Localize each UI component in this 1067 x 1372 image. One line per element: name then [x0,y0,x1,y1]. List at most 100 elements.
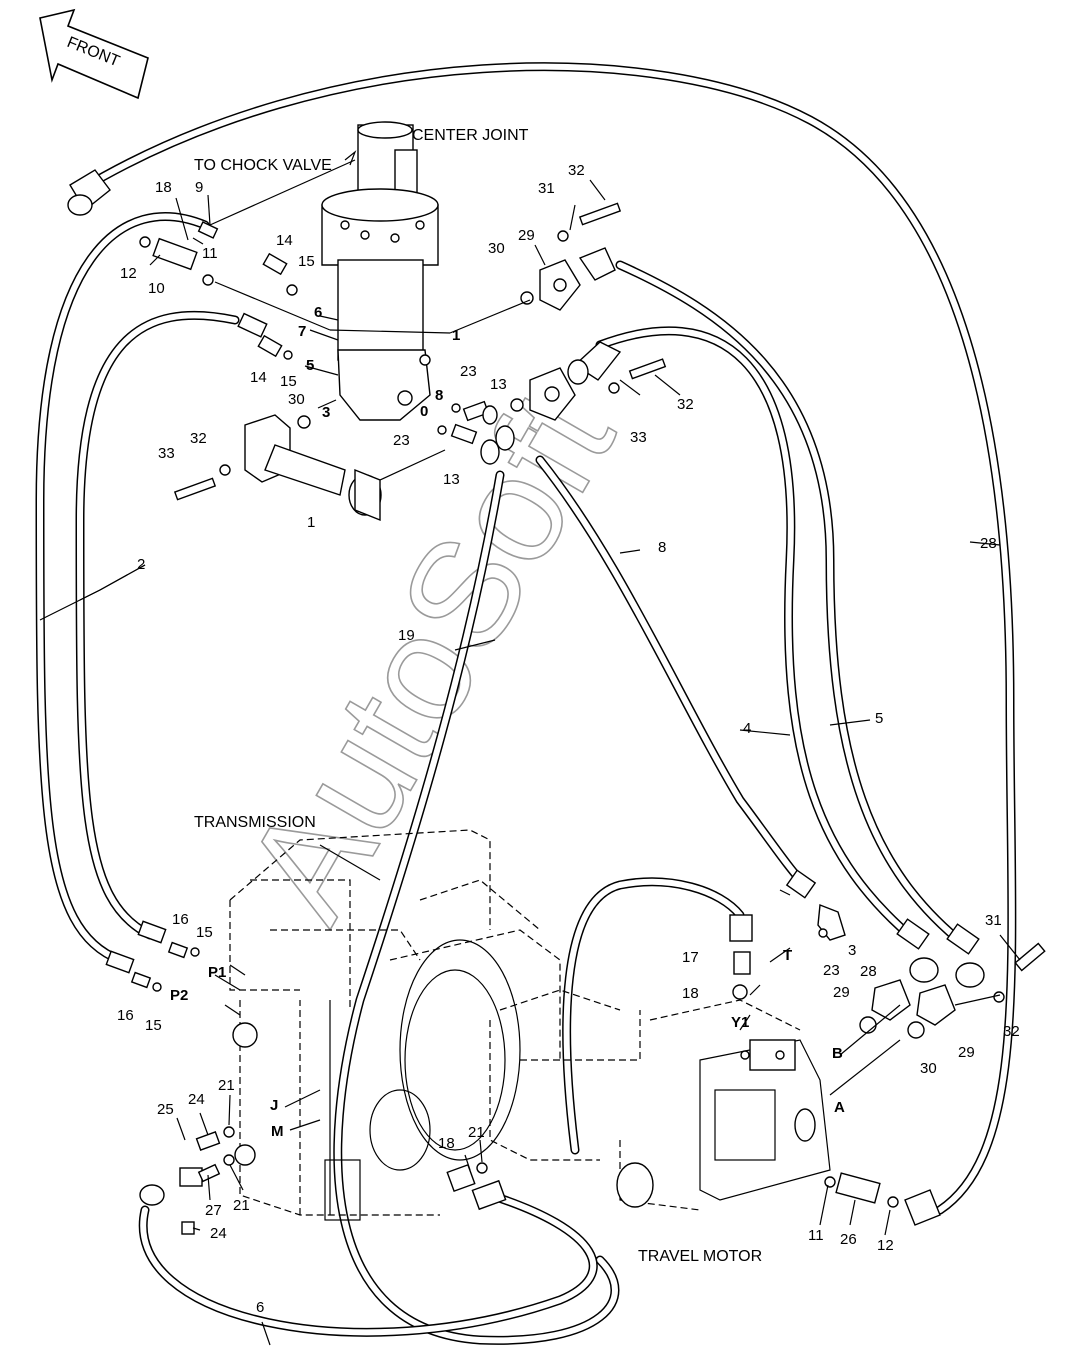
part-label: 16 [117,1007,134,1024]
hose-2-inner [75,310,240,940]
part-label: 6 [314,304,322,321]
hose-6 [138,1190,598,1337]
part-label: 11 [808,1227,824,1244]
part-label: 28 [860,963,877,980]
port-label: B [832,1045,843,1062]
part-label: 18 [682,985,699,1002]
part-label: 27 [205,1202,222,1219]
part-label: 5 [875,710,883,727]
part-label: 23 [393,432,410,449]
part-label: 10 [148,280,165,297]
part-label: 25 [157,1101,174,1118]
part-label: 21 [218,1077,235,1094]
part-label: 32 [190,430,207,447]
part-label: 26 [840,1231,857,1248]
part-label: 19 [398,627,415,644]
part-label: 16 [172,911,189,928]
hose-yl [562,877,745,1155]
part-label: 23 [460,363,477,380]
part-label: 4 [743,720,751,737]
part-label: 3 [848,942,856,959]
elbow-27-end [67,169,111,216]
caption-transmission: TRANSMISSION [194,814,316,831]
center-joint [321,121,439,421]
travel-motor [489,989,831,1211]
part-label: 28 [980,535,997,552]
part-label: 1 [452,327,460,344]
fittings-left [152,221,288,358]
part-label: 32 [568,162,585,179]
block-1 [244,414,382,522]
hose-2-outer [35,212,210,965]
caption-travel-motor: TRAVEL MOTOR [638,1248,762,1265]
part-label: 29 [958,1044,975,1061]
fittings-13 [450,400,515,465]
port-label: P1 [208,964,226,981]
hose-19 [333,470,620,1345]
part-label: 14 [276,232,293,249]
part-label: 32 [1003,1023,1020,1040]
part-label: 18 [155,179,172,196]
port-label: M [271,1123,284,1140]
transmission [229,829,561,1221]
front-arrow-icon: FRONT [39,8,149,100]
part-label: 6 [256,1299,264,1316]
part-label: 29 [518,227,535,244]
part-label: 7 [298,323,306,340]
port-label: P2 [170,987,188,1004]
part-label: 12 [877,1237,894,1254]
port-label: A [834,1099,845,1116]
part-labels: 32 31 29 30 18 9 11 12 10 14 15 6 7 1 5 … [117,162,1020,1316]
part-label: 21 [468,1124,485,1141]
part-label: 8 [435,387,443,404]
port-label: J [270,1097,278,1114]
part-label: 30 [288,391,305,408]
part-label: 8 [658,539,666,556]
part-label: 33 [630,429,647,446]
part-label: 31 [985,912,1002,929]
part-label: 9 [195,179,203,196]
flange-29-mid [529,367,576,421]
part-label: 3 [322,404,330,421]
hose-4 [595,326,920,945]
fittings-right [446,869,1046,1226]
flange-29-upper [539,259,581,311]
part-label: 31 [538,180,555,197]
hose-27 [75,62,1017,1215]
part-label: 11 [202,245,218,262]
part-label: 13 [443,471,460,488]
o-rings [139,230,1005,1208]
part-label: 30 [488,240,505,257]
part-label: 32 [677,396,694,413]
port-label: Y1 [731,1014,749,1031]
part-label: 18 [438,1135,455,1152]
part-label: 15 [298,253,315,270]
fittings-lower-left [105,920,221,1235]
part-label: 12 [120,265,137,282]
part-label: 5 [306,357,314,374]
part-label: 1 [307,514,315,531]
port-label: T [783,947,792,964]
part-label: 2 [137,556,145,573]
part-label: 24 [210,1225,227,1242]
part-label: 15 [196,924,213,941]
caption-center-joint: CENTER JOINT [412,127,529,144]
part-label: 17 [682,949,699,966]
part-label: 15 [145,1017,162,1034]
part-label: 21 [233,1197,250,1214]
leader-lines [39,150,1021,1346]
fitting-upper-elbow [567,247,622,385]
part-label: 30 [920,1060,937,1077]
part-label: 24 [188,1091,205,1108]
port-label: 0 [420,403,428,420]
part-label: 13 [490,376,507,393]
part-label: 29 [833,984,850,1001]
hose-8 [535,455,810,890]
part-label: 23 [823,962,840,979]
part-label: 15 [280,373,297,390]
part-label: 33 [158,445,175,462]
hose-5 [615,260,970,950]
bolts [173,202,667,501]
caption-to-chock-valve: TO CHOCK VALVE [194,157,332,174]
